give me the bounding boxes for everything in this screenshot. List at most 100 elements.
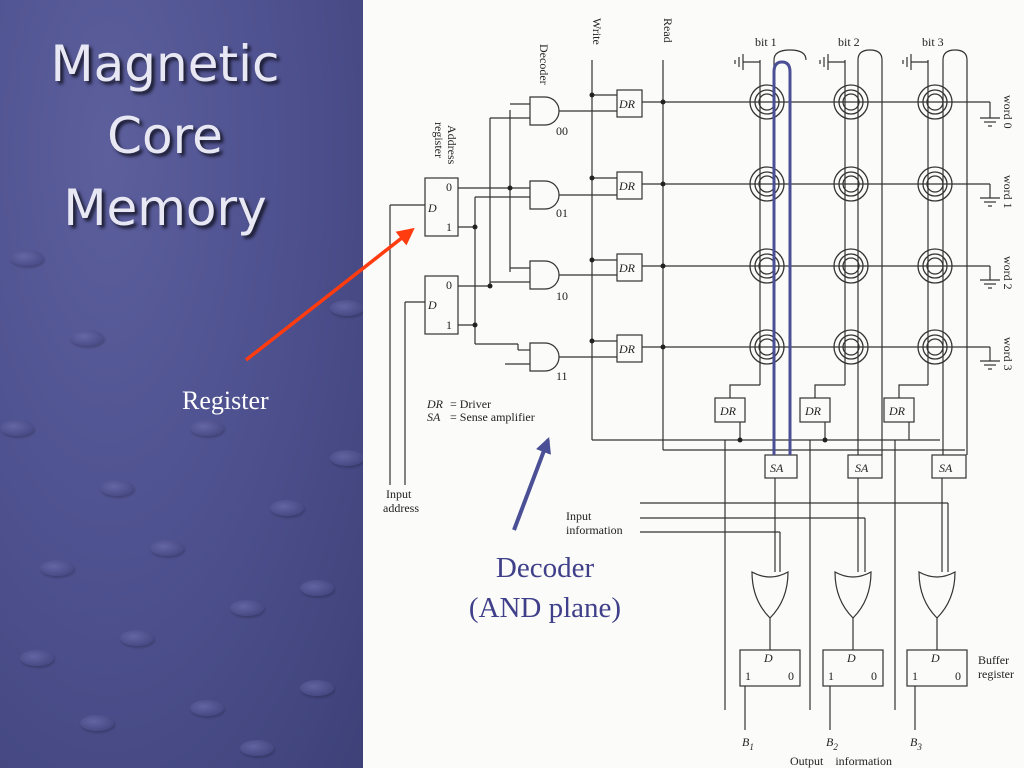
decoder-callout-line2: (AND plane): [468, 592, 622, 624]
decoder-callout: Decoder (AND plane): [455, 548, 635, 628]
core: [749, 329, 785, 365]
background-dot: [330, 300, 363, 316]
output-letter: B: [826, 735, 834, 749]
core: [749, 166, 785, 202]
decoder-label: Decoder: [537, 44, 551, 85]
driver-label: DR: [719, 404, 737, 418]
background-dot: [0, 420, 34, 436]
wiring: [389, 49, 1000, 730]
title-panel: Magnetic Core Memory: [0, 0, 363, 768]
background-dot: [150, 540, 184, 556]
register-arrow: [244, 227, 415, 362]
driver-label: DR: [618, 342, 636, 356]
driver-label: DR: [804, 404, 822, 418]
and-gate-10: [529, 260, 560, 290]
bit-label-2: bit 2: [838, 35, 860, 49]
output-letter: B: [910, 735, 918, 749]
title-line: Memory: [63, 179, 267, 237]
flipflop-d-label: D: [427, 298, 437, 312]
background-dot: [40, 560, 74, 576]
write-label: Write: [590, 18, 604, 45]
core: [917, 329, 953, 365]
sense-amplifier-1: [764, 454, 798, 479]
output-b2: B2: [826, 735, 838, 752]
output-subscript: 2: [833, 742, 838, 752]
decoder-output-11: 11: [556, 369, 568, 383]
output-subscript: 3: [916, 742, 922, 752]
background-dot: [270, 500, 304, 516]
background-dot: [300, 580, 334, 596]
bit-label-1: bit 1: [755, 35, 777, 49]
legend-dr-definition: = Driver: [450, 397, 491, 411]
address-flipflop-1: [424, 177, 459, 237]
title-line: Magnetic: [50, 35, 280, 93]
driver-label: DR: [618, 179, 636, 193]
buffer-flipflop-3: [906, 649, 968, 687]
core: [917, 248, 953, 284]
or-gate-1: [751, 570, 789, 619]
decoder-arrow: [512, 437, 551, 531]
and-gate-01: [529, 180, 560, 210]
driver-label: DR: [618, 97, 636, 111]
word-label-3: word 3: [1001, 337, 1015, 371]
buffer-out1-label: 1: [828, 669, 834, 683]
buffer-d-label: D: [846, 651, 856, 665]
bit-label-3: bit 3: [922, 35, 944, 49]
core: [833, 248, 869, 284]
buffer-flipflop-2: [822, 649, 884, 687]
input-address-label-line1: Input: [386, 487, 412, 501]
flipflop-out0-label: 0: [446, 180, 452, 194]
decoder-output-00: 00: [556, 124, 568, 138]
output-subscript: 1: [749, 742, 754, 752]
legend-sa-definition: = Sense amplifier: [450, 410, 535, 424]
core-array: [749, 84, 953, 365]
legend-dr: DR: [426, 397, 444, 411]
address-register-label-line2: register: [432, 122, 446, 158]
word-driver-2: [616, 253, 643, 282]
core: [749, 248, 785, 284]
buffer-out0-label: 0: [788, 669, 794, 683]
bit1-sense-loop-highlight: [772, 60, 792, 455]
core: [833, 84, 869, 120]
input-information-label-line1: Input: [566, 509, 592, 523]
output-information-label: Output information: [790, 754, 892, 768]
output-b1: B1: [742, 735, 754, 752]
background-dot: [230, 600, 264, 616]
word-label-0: word 0: [1001, 95, 1015, 129]
flipflop-out1-label: 1: [446, 220, 452, 234]
or-gate-3: [918, 570, 956, 619]
background-dot: [80, 715, 114, 731]
background-dot: [100, 480, 134, 496]
background-dot: [300, 680, 334, 696]
decoder-output-10: 10: [556, 289, 568, 303]
background-dot: [120, 630, 154, 646]
core: [917, 166, 953, 202]
flipflop-out1-label: 1: [446, 318, 452, 332]
buffer-out0-label: 0: [955, 669, 961, 683]
word-driver-0: [616, 89, 643, 118]
driver-label: DR: [618, 261, 636, 275]
sense-amp-label: SA: [939, 461, 953, 475]
decoder-output-01: 01: [556, 206, 568, 220]
background-dot: [190, 420, 224, 436]
and-gate-11: [529, 342, 560, 372]
background-dot: [330, 450, 363, 466]
legend-sa: SA: [427, 410, 441, 424]
or-gate-2: [834, 570, 872, 619]
buffer-flipflop-1: [739, 649, 801, 687]
address-flipflop-2: [424, 275, 459, 335]
title-line: Core: [107, 107, 223, 165]
sense-amp-label: SA: [770, 461, 784, 475]
output-letter: B: [742, 735, 750, 749]
flipflop-out0-label: 0: [446, 278, 452, 292]
background-dot: [190, 700, 224, 716]
read-label: Read: [661, 18, 675, 43]
background-dot: [20, 650, 54, 666]
background-dot: [10, 250, 44, 266]
background-dot: [240, 740, 274, 756]
output-b3: B3: [910, 735, 922, 752]
input-information-label-line2: information: [566, 523, 623, 537]
word-label-1: word 1: [1001, 175, 1015, 209]
